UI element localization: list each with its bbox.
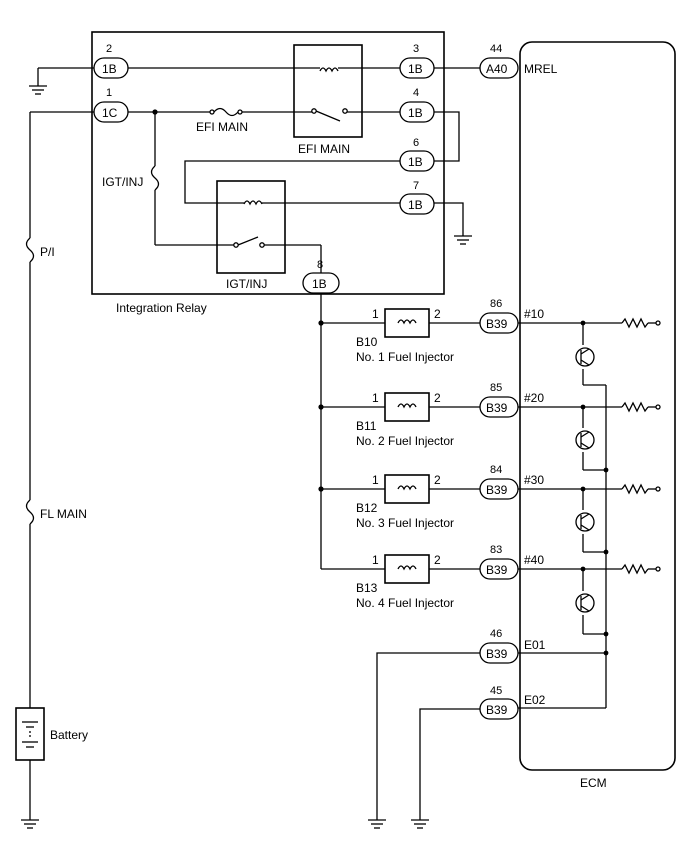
igt-inj-switch-contact-b bbox=[259, 242, 265, 248]
connector-label: B39 bbox=[486, 317, 508, 331]
injector-code: B13 bbox=[356, 581, 378, 595]
connector-label: 1B bbox=[312, 277, 327, 291]
injector-pin2: 2 bbox=[434, 473, 441, 487]
injector-coil-icon bbox=[397, 565, 417, 571]
igt-inj-switch-contact-a bbox=[233, 242, 239, 248]
injector-coil-icon bbox=[397, 403, 417, 409]
igt-inj-relay-label: IGT/INJ bbox=[226, 277, 267, 291]
injector-2-icon bbox=[384, 392, 430, 422]
ecm-signal-10: #10 bbox=[524, 307, 544, 321]
ground-icon bbox=[454, 235, 472, 245]
ecm-signal-e01: E01 bbox=[524, 638, 546, 652]
wire bbox=[419, 708, 480, 820]
ecm-signal-mrel: MREL bbox=[524, 62, 558, 76]
connector-label: 1B bbox=[408, 198, 423, 212]
pin-num-7: 7 bbox=[413, 180, 419, 192]
injector-pin2: 2 bbox=[434, 553, 441, 567]
ecm-signal-20: #20 bbox=[524, 391, 544, 405]
connector-label: B39 bbox=[486, 703, 508, 717]
efi-main-relay-box bbox=[293, 44, 363, 138]
igt-inj-relay-box bbox=[216, 180, 286, 274]
injector-pin1: 1 bbox=[372, 307, 379, 321]
injector-code: B11 bbox=[356, 419, 377, 433]
ecm-signal-30: #30 bbox=[524, 473, 544, 487]
pin-num-2: 2 bbox=[106, 43, 112, 55]
injector-name: No. 1 Fuel Injector bbox=[356, 350, 454, 364]
igt-inj-fuse-label: IGT/INJ bbox=[102, 175, 143, 189]
ecm-label: ECM bbox=[580, 776, 607, 790]
pin-num-3: 3 bbox=[413, 43, 419, 55]
connector-label: B39 bbox=[486, 401, 508, 415]
injector-pin1: 1 bbox=[372, 391, 379, 405]
battery-icon bbox=[15, 707, 45, 761]
injector-name: No. 3 Fuel Injector bbox=[356, 516, 454, 530]
efi-main-fuse-icon bbox=[209, 107, 243, 117]
ground-icon bbox=[411, 819, 429, 829]
igt-inj-fuse-icon bbox=[150, 165, 160, 191]
ground-icon bbox=[368, 819, 386, 829]
injector-pin2: 2 bbox=[434, 391, 441, 405]
ecm-pin-45: 45 bbox=[490, 685, 502, 697]
pin-num-6: 6 bbox=[413, 137, 419, 149]
injector-name: No. 4 Fuel Injector bbox=[356, 596, 454, 610]
connector-label: 1C bbox=[102, 106, 118, 120]
injector-1-icon bbox=[384, 308, 430, 338]
connector-a40 bbox=[479, 57, 519, 79]
ecm-pin-84: 84 bbox=[490, 464, 502, 476]
efi-main-coil-icon bbox=[319, 67, 339, 73]
connector-label: A40 bbox=[486, 62, 508, 76]
pi-fuse-icon bbox=[25, 237, 35, 263]
injector-3-icon bbox=[384, 474, 430, 504]
pin-num-8: 8 bbox=[317, 259, 323, 271]
igt-inj-switch-arm bbox=[237, 236, 259, 246]
pi-fuse-label: P/I bbox=[40, 245, 55, 259]
injector-pin2: 2 bbox=[434, 307, 441, 321]
ecm-signal-e02: E02 bbox=[524, 693, 546, 707]
efi-main-switch-arm bbox=[315, 110, 341, 122]
injector-4-icon bbox=[384, 554, 430, 584]
injector-code: B12 bbox=[356, 501, 378, 515]
pin-num-1: 1 bbox=[106, 87, 112, 99]
connector-label: 1B bbox=[408, 155, 423, 169]
efi-main-relay-label: EFI MAIN bbox=[298, 142, 350, 156]
connector-1b-pin7 bbox=[399, 193, 435, 215]
ecm-signal-40: #40 bbox=[524, 553, 544, 567]
integration-relay-label: Integration Relay bbox=[116, 301, 207, 315]
pin-num-4: 4 bbox=[413, 87, 419, 99]
connector-label: B39 bbox=[486, 647, 508, 661]
connector-label: 1B bbox=[408, 62, 423, 76]
ecm-pin-85: 85 bbox=[490, 382, 502, 394]
wire bbox=[434, 111, 460, 162]
ecm-driver-circuits bbox=[518, 317, 661, 709]
integration-relay-box bbox=[91, 31, 445, 295]
efi-main-switch-contact-b bbox=[342, 108, 348, 114]
wire bbox=[434, 202, 464, 236]
battery-label: Battery bbox=[50, 728, 88, 742]
ecm-pin-46: 46 bbox=[490, 628, 502, 640]
ecm-pin-44: 44 bbox=[490, 43, 502, 55]
connector-label: B39 bbox=[486, 483, 508, 497]
ecm-pin-86: 86 bbox=[490, 298, 502, 310]
efi-main-switch-contact-a bbox=[311, 108, 317, 114]
injector-coil-icon bbox=[397, 319, 417, 325]
connector-label: 1B bbox=[408, 106, 423, 120]
fl-main-fuse-icon bbox=[25, 499, 35, 525]
injector-coil-icon bbox=[397, 485, 417, 491]
igt-inj-coil-icon bbox=[243, 200, 263, 206]
wire bbox=[184, 160, 400, 204]
ecm-pin-83: 83 bbox=[490, 544, 502, 556]
injector-pin1: 1 bbox=[372, 553, 379, 567]
ground-icon bbox=[29, 85, 47, 95]
ground-icon bbox=[21, 819, 39, 829]
fl-main-label: FL MAIN bbox=[40, 507, 87, 521]
injector-pin1: 1 bbox=[372, 473, 379, 487]
wire bbox=[376, 652, 480, 820]
efi-main-fuse-label: EFI MAIN bbox=[196, 120, 248, 134]
ecm-box bbox=[519, 41, 676, 771]
injector-code: B10 bbox=[356, 335, 378, 349]
connector-label: 1B bbox=[102, 62, 117, 76]
injector-name: No. 2 Fuel Injector bbox=[356, 434, 454, 448]
connector-label: B39 bbox=[486, 563, 508, 577]
